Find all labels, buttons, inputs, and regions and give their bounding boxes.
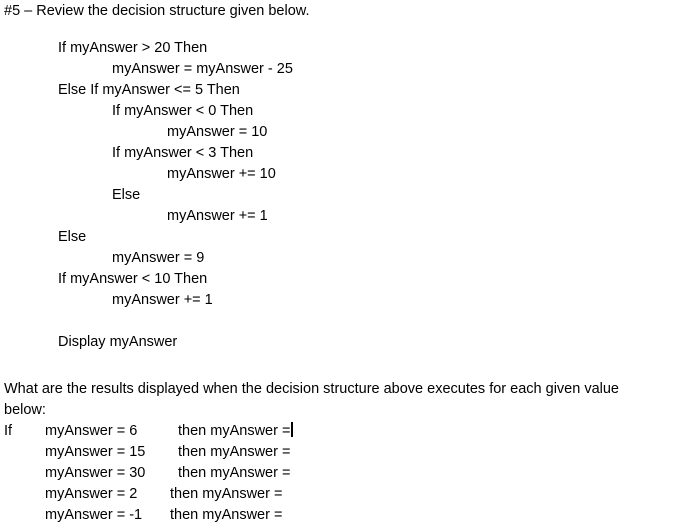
pseudocode-block: If myAnswer > 20 Then myAnswer = myAnswer… [0, 38, 682, 353]
pseudocode-blank-line [0, 311, 682, 332]
pseudocode-line: If myAnswer < 3 Then [112, 145, 254, 161]
pseudocode-line: myAnswer = 9 [112, 250, 205, 266]
answer-then-label: then myAnswer = [170, 486, 283, 502]
question-prompt: What are the results displayed when the … [4, 379, 682, 421]
pseudocode-line: myAnswer += 10 [167, 166, 276, 182]
answer-row: myAnswer = 2 then myAnswer = [0, 484, 682, 505]
answer-condition: myAnswer = -1 [45, 507, 143, 523]
answer-then-field[interactable]: then myAnswer = [178, 421, 294, 442]
pseudocode-line: If myAnswer < 0 Then [112, 103, 254, 119]
pseudocode-line: If myAnswer < 10 Then [58, 271, 208, 287]
pseudocode-line: Else [112, 187, 141, 203]
answer-row: If myAnswer = 6 then myAnswer = [0, 421, 682, 442]
answer-condition: myAnswer = 6 [45, 423, 138, 439]
answer-then-field[interactable]: then myAnswer = [178, 442, 290, 463]
answer-then-label: then myAnswer = [170, 507, 283, 523]
pseudocode-line: Else If myAnswer <= 5 Then [58, 82, 240, 98]
question-heading: #5 – Review the decision structure given… [4, 3, 310, 19]
answer-condition: myAnswer = 15 [45, 444, 146, 460]
answer-then-field[interactable]: then myAnswer = [178, 463, 290, 484]
answer-condition: myAnswer = 30 [45, 465, 146, 481]
answer-condition: myAnswer = 2 [45, 486, 138, 502]
answer-row: myAnswer = 30 then myAnswer = [0, 463, 682, 484]
text-cursor [291, 422, 294, 437]
answer-then-label: then myAnswer = [178, 423, 291, 439]
question-prompt-line-2: below: [4, 402, 46, 418]
answer-if-label: If [4, 423, 13, 439]
answer-then-label: then myAnswer = [178, 465, 291, 481]
answer-row: myAnswer = 15 then myAnswer = [0, 442, 682, 463]
pseudocode-line: myAnswer = 10 [167, 124, 268, 140]
pseudocode-line: Display myAnswer [58, 334, 178, 350]
answer-then-label: then myAnswer = [178, 444, 291, 460]
pseudocode-line: myAnswer += 1 [112, 292, 213, 308]
pseudocode-line: If myAnswer > 20 Then [58, 40, 208, 56]
question-prompt-line-1: What are the results displayed when the … [4, 381, 619, 397]
pseudocode-line: Else [58, 229, 87, 245]
answer-then-field[interactable]: then myAnswer = [170, 505, 282, 526]
answer-then-field[interactable]: then myAnswer = [170, 484, 282, 505]
pseudocode-line: myAnswer += 1 [167, 208, 268, 224]
answer-row: myAnswer = -1 then myAnswer = [0, 505, 682, 526]
pseudocode-line: myAnswer = myAnswer - 25 [112, 61, 293, 77]
